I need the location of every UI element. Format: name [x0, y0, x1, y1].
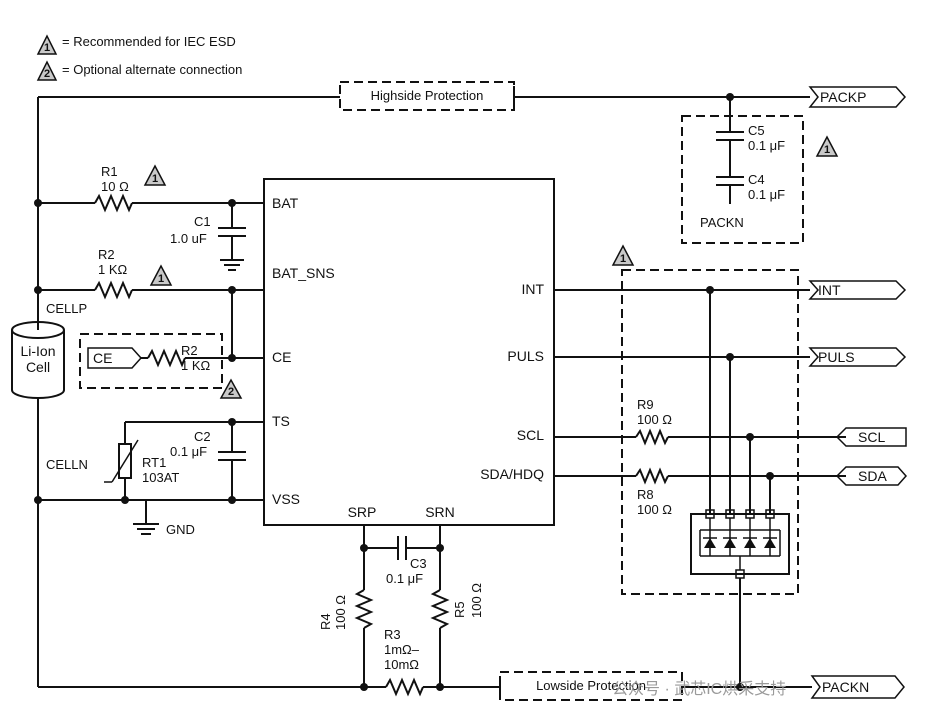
- r9-value: 100 Ω: [637, 412, 672, 427]
- legend-optional-text: = Optional alternate connection: [62, 62, 242, 77]
- r1-branch: R1 10 Ω 1 C1 1.0 uF: [34, 164, 264, 271]
- watermark-text: 公众号 · 武芯IC烘采支持: [612, 680, 786, 698]
- pin-bat-sns: BAT_SNS: [272, 265, 335, 281]
- int-connector: INT: [808, 280, 907, 300]
- c1-value: 1.0 uF: [170, 231, 207, 246]
- r8-name: R8: [637, 487, 654, 502]
- rt1-name: RT1: [142, 455, 166, 470]
- top-rail: Highside Protection PACKP: [37, 81, 907, 320]
- c2-value: 0.1 μF: [170, 444, 207, 459]
- pin-vss: VSS: [272, 491, 300, 507]
- optional-ce-box: CE R2 1 KΩ 2: [79, 333, 264, 399]
- cellp-label: CELLP: [46, 301, 87, 316]
- legend-marker-1: 1: [36, 34, 58, 55]
- highside-protection-label: Highside Protection: [371, 88, 484, 103]
- pin-scl: SCL: [517, 427, 544, 443]
- gnd-label: GND: [166, 522, 195, 537]
- packn-cap-box: C5 0.1 μF C4 0.1 μF PACKN 1: [681, 97, 839, 244]
- r2b-name: R2: [181, 343, 198, 358]
- pin-int: INT: [521, 281, 544, 297]
- c5-value: 0.1 μF: [748, 138, 785, 153]
- legend-marker-2: 2: [36, 60, 58, 81]
- esd-marker-c5: 1: [815, 135, 839, 157]
- lowside-protection-label: Lowside Protection: [536, 678, 646, 693]
- esd-marker-array: 1: [611, 244, 635, 266]
- ts-branch: RT1 103AT C2 0.1 μF CELLN: [46, 418, 264, 500]
- vss-branch: GND: [34, 496, 264, 537]
- packn-connector: PACKN: [810, 675, 905, 699]
- svg-text:1: 1: [44, 42, 50, 54]
- esd-protection-array: 1: [611, 244, 799, 687]
- svg-text:1: 1: [620, 253, 626, 265]
- r5-name: R5: [452, 601, 467, 618]
- r5-value: 100 Ω: [469, 583, 484, 618]
- fuel-gauge-ic: BAT BAT_SNS CE TS VSS INT PULS SCL SDA/H…: [263, 178, 555, 526]
- svg-text:1: 1: [152, 173, 158, 185]
- legend-recommended-text: = Recommended for IEC ESD: [62, 34, 236, 49]
- c3-value: 0.1 μF: [386, 571, 423, 586]
- svg-text:INT: INT: [818, 282, 841, 298]
- svg-text:PULS: PULS: [818, 349, 855, 365]
- svg-text:2: 2: [228, 386, 234, 398]
- pin-srp: SRP: [348, 504, 377, 520]
- sense-network: C3 0.1 μF R4 100 Ω R5 100 Ω R3 1mΩ– 10mΩ: [318, 525, 484, 687]
- r2-value: 1 KΩ: [98, 262, 128, 277]
- r2-branch: R2 1 KΩ 1 CELLP: [34, 247, 264, 357]
- pin-ts: TS: [272, 413, 290, 429]
- r2b-value: 1 KΩ: [181, 358, 211, 373]
- bottom-rail: Lowside Protection PACKN: [38, 671, 905, 701]
- esd-marker-r1: 1: [143, 164, 167, 186]
- pin-puls: PULS: [507, 348, 544, 364]
- sda-connector: SDA: [835, 466, 908, 486]
- svg-text:1: 1: [158, 273, 164, 285]
- svg-text:PACKN: PACKN: [822, 679, 869, 695]
- r1-name: R1: [101, 164, 118, 179]
- pin-srn: SRN: [425, 504, 455, 520]
- packn-box-label: PACKN: [700, 215, 744, 230]
- pin-bat: BAT: [272, 195, 299, 211]
- puls-connector: PULS: [808, 347, 907, 367]
- c1-name: C1: [194, 214, 211, 229]
- battery-label-line1: Li-Ion: [20, 343, 55, 359]
- c4-name: C4: [748, 172, 765, 187]
- svg-text:SDA: SDA: [858, 468, 887, 484]
- communication-lines: R9 100 Ω R8 100 Ω INT PULS SCL SDA: [554, 280, 908, 517]
- r9-name: R9: [637, 397, 654, 412]
- legend: 1 = Recommended for IEC ESD 2 = Optional…: [36, 34, 242, 81]
- r2-name: R2: [98, 247, 115, 262]
- celln-label: CELLN: [46, 457, 88, 472]
- pin-ce: CE: [272, 349, 291, 365]
- c3-name: C3: [410, 556, 427, 571]
- svg-text:SCL: SCL: [858, 429, 885, 445]
- ce-connector-label: CE: [93, 350, 112, 366]
- esd-marker-r2: 1: [149, 264, 173, 286]
- packp-connector: PACKP: [808, 86, 907, 108]
- pin-sda-hdq: SDA/HDQ: [480, 466, 544, 482]
- c2-name: C2: [194, 429, 211, 444]
- battery-label-line2: Cell: [26, 359, 50, 375]
- r4-value: 100 Ω: [333, 595, 348, 630]
- r3-name: R3: [384, 627, 401, 642]
- r1-value: 10 Ω: [101, 179, 129, 194]
- r3-value-2: 10mΩ: [384, 657, 419, 672]
- rt1-value: 103AT: [142, 470, 179, 485]
- li-ion-cell: Li-Ion Cell: [11, 320, 65, 687]
- svg-text:PACKP: PACKP: [820, 89, 866, 105]
- c5-name: C5: [748, 123, 765, 138]
- c4-value: 0.1 μF: [748, 187, 785, 202]
- svg-text:2: 2: [44, 68, 50, 80]
- alt-marker-ce: 2: [219, 378, 243, 399]
- scl-connector: SCL: [835, 427, 907, 447]
- svg-text:1: 1: [824, 144, 830, 156]
- r3-value-1: 1mΩ–: [384, 642, 420, 657]
- r8-value: 100 Ω: [637, 502, 672, 517]
- r4-name: R4: [318, 613, 333, 630]
